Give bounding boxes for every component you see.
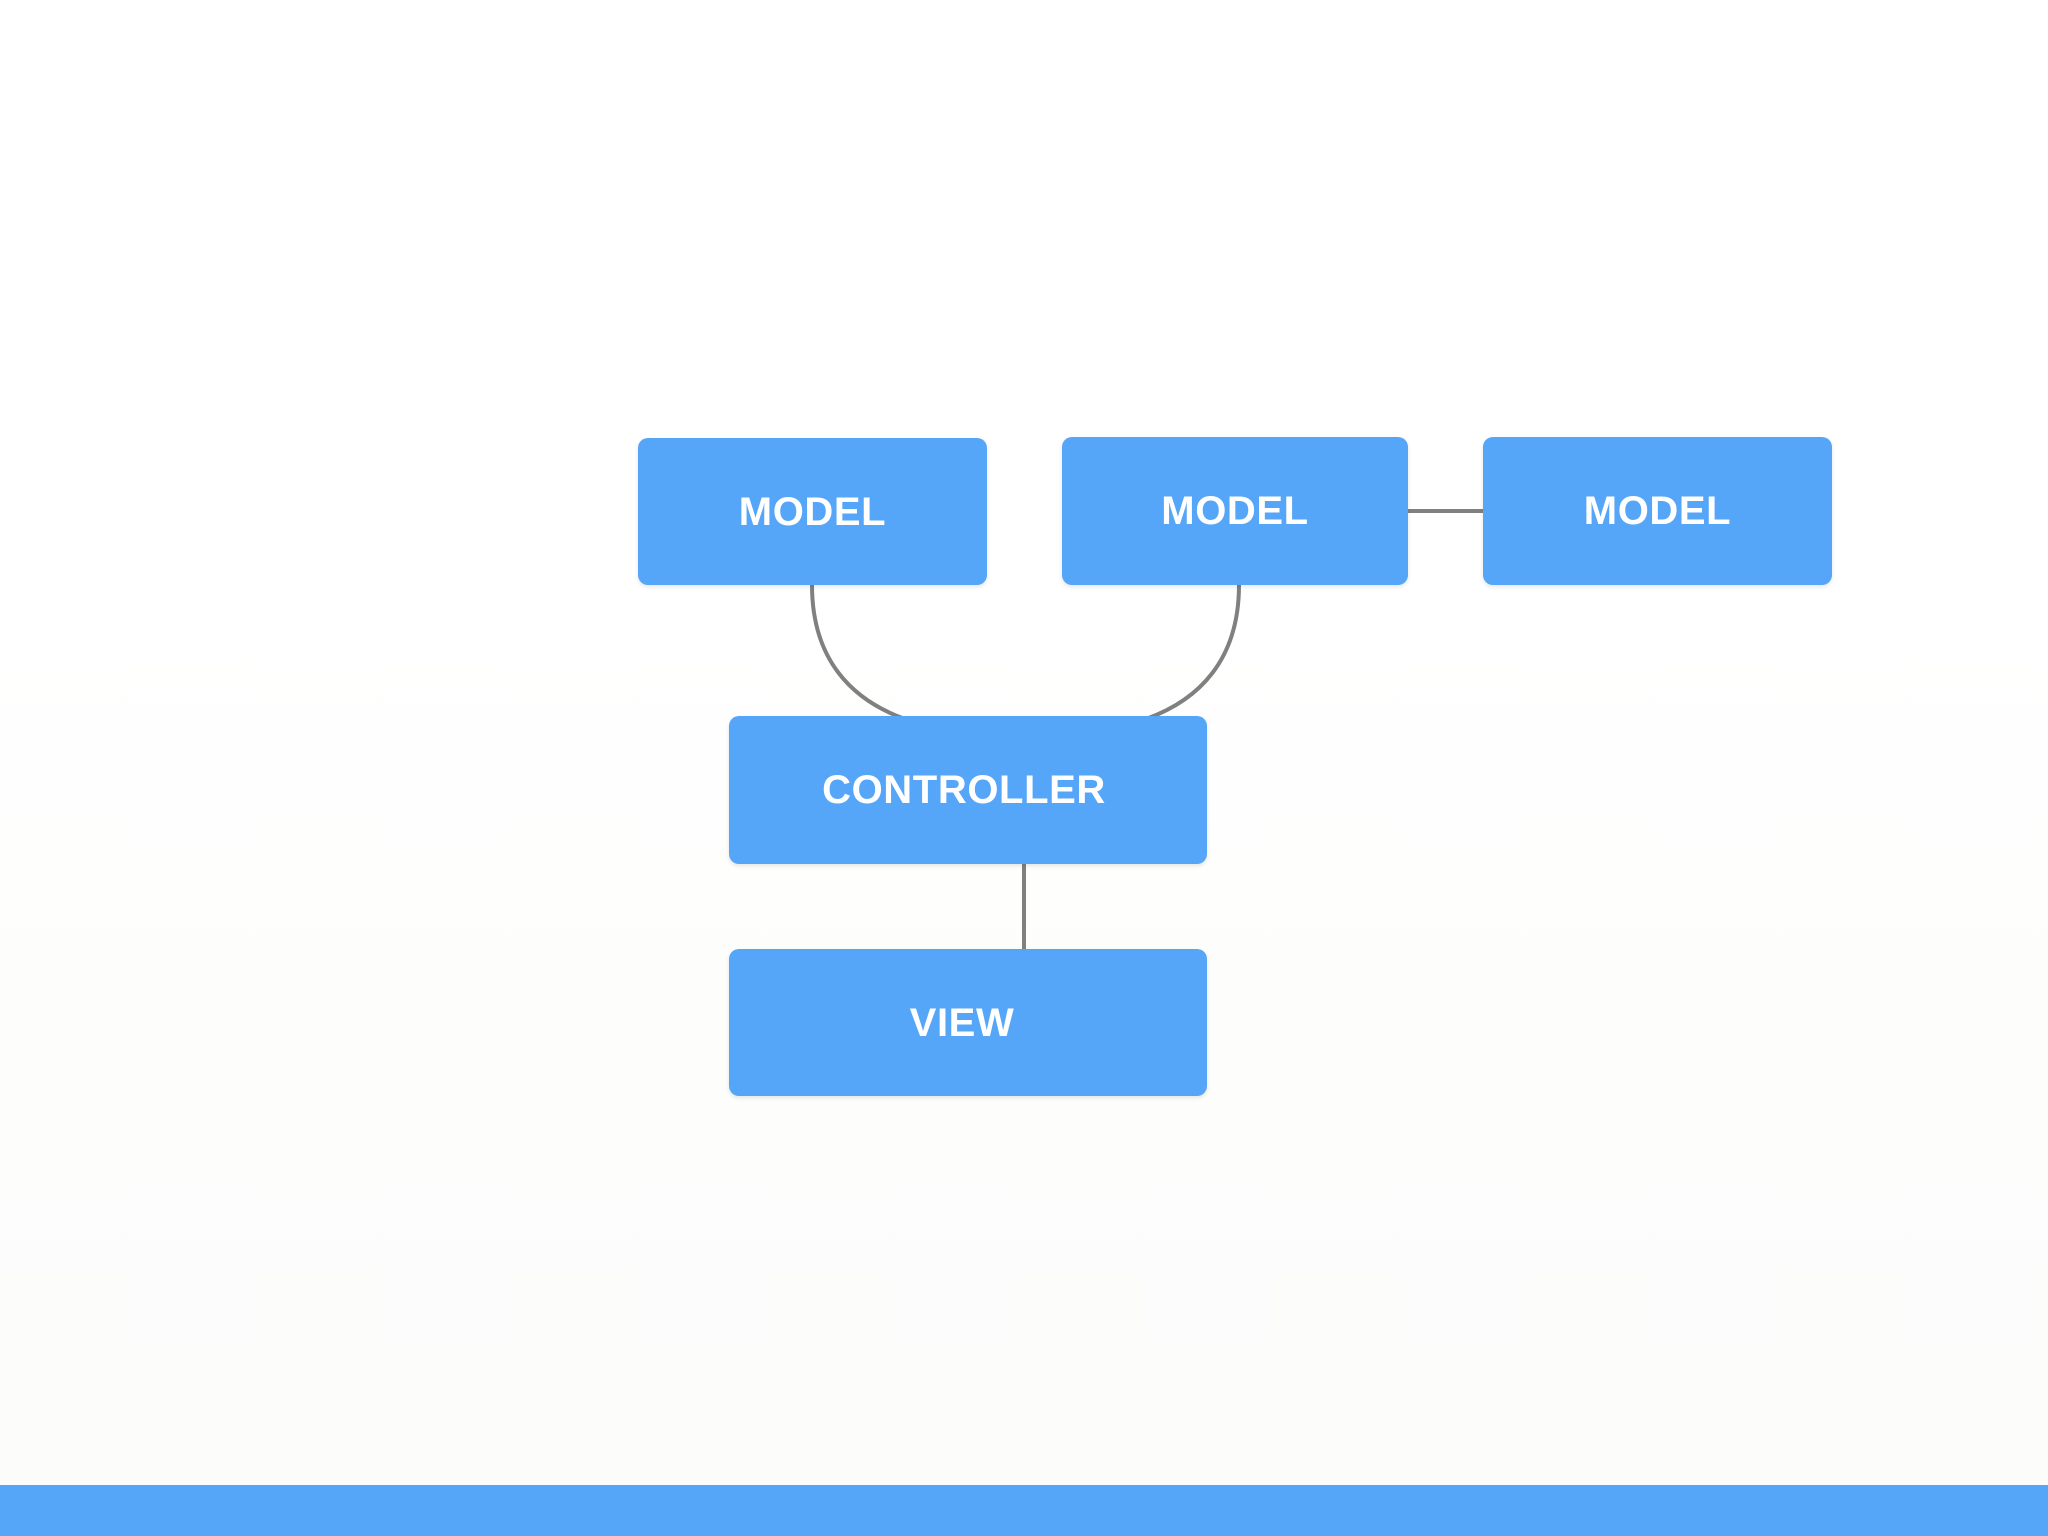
node-model-1[interactable]: MODEL (638, 438, 987, 585)
node-view[interactable]: VIEW (729, 949, 1207, 1096)
connector-model-2-to-controller (1144, 583, 1241, 721)
node-model-2-label: MODEL (1161, 489, 1309, 533)
node-controller-label: CONTROLLER (822, 768, 1106, 812)
node-model-2[interactable]: MODEL (1062, 437, 1408, 585)
connector-model-1-to-controller (810, 583, 907, 721)
node-model-3-label: MODEL (1583, 489, 1732, 533)
node-controller[interactable]: CONTROLLER (729, 716, 1207, 864)
bottom-accent-bar (0, 1485, 2048, 1536)
node-model-1-label: MODEL (738, 489, 887, 534)
node-view-label: VIEW (909, 1000, 1015, 1045)
node-model-3[interactable]: MODEL (1483, 437, 1832, 585)
